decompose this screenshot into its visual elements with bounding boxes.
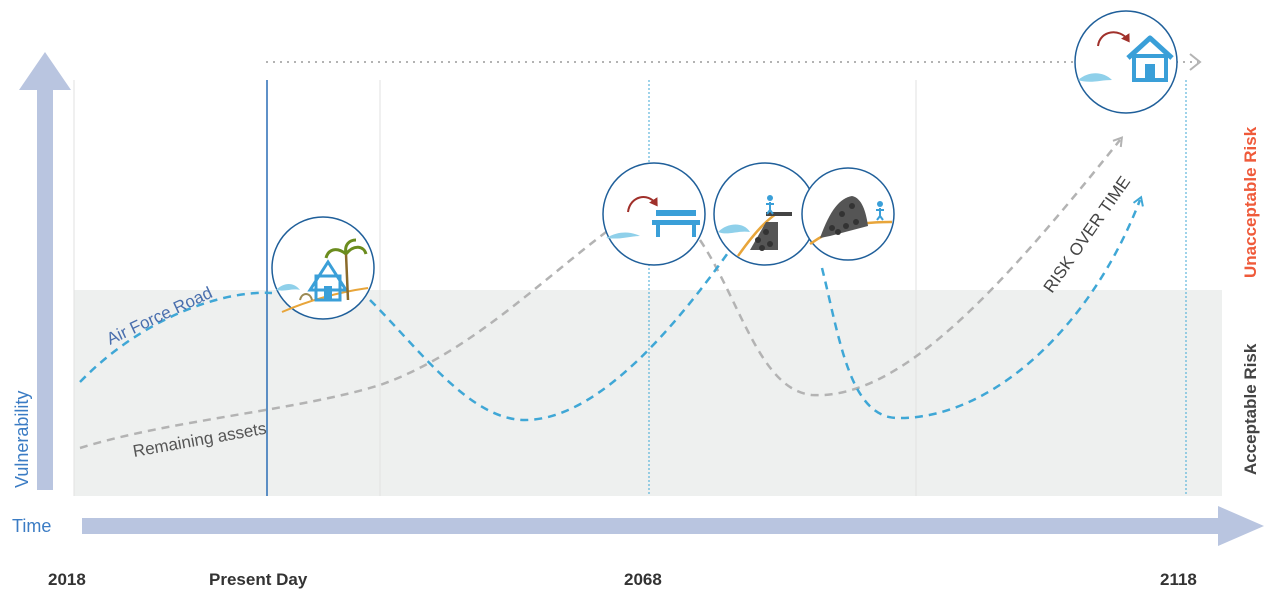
house-palm-coast-icon [271,216,375,320]
air-force-road-curve-2 [369,249,732,422]
time-axis-arrow [82,506,1264,546]
risk-over-time-label: RISK OVER TIME [1040,173,1134,297]
seawall-walkway-icon [713,162,817,266]
relocate-house-icon [1074,10,1178,114]
vulnerability-axis-arrow [19,52,71,490]
tick-label-2068: 2068 [624,570,662,589]
unacceptable-risk-label: Unacceptable Risk [1241,126,1260,278]
future-arrow-head [1189,53,1202,71]
relocate-bench-icon [602,162,706,266]
rock-revetment-icon [801,167,895,261]
remaining-assets-curve-2 [698,136,1124,397]
acceptable-risk-label: Acceptable Risk [1241,343,1260,475]
acceptable-risk-band [74,290,1222,496]
tick-label-present-day: Present Day [209,570,308,589]
tick-label-2118: 2118 [1160,570,1197,589]
air-force-road-curve [79,291,273,383]
air-force-road-curve-3 [820,195,1144,420]
time-axis-title: Time [12,516,51,536]
vulnerability-axis-title: Vulnerability [12,391,32,488]
tick-label-2018: 2018 [48,570,86,589]
